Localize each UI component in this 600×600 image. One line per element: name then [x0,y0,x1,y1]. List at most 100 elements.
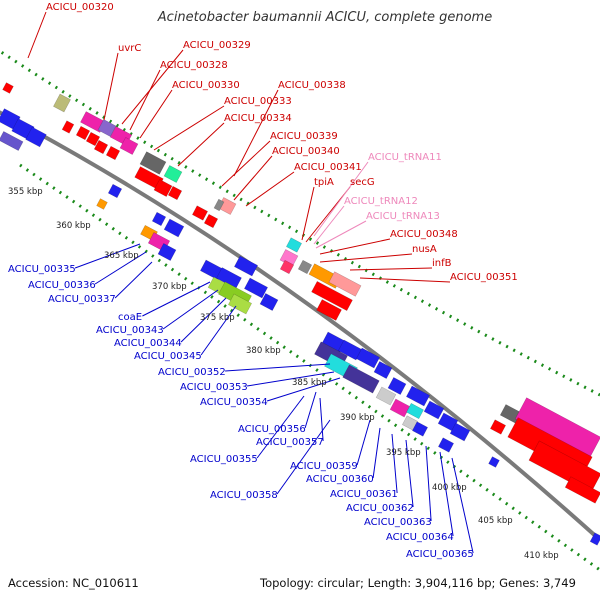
leader-rev-21 [451,457,474,554]
scale-label-10: 400 kbp [432,483,467,493]
label-fwd-10: ACICU_00340 [272,146,340,157]
leader-rev-17 [391,433,398,494]
leader-rev-5 [162,289,219,330]
scale-label-11: 405 kbp [478,516,513,526]
leader-rna-1 [313,161,369,237]
leader-rev-15 [372,427,381,479]
gene-feature-46 [316,299,342,321]
label-fwd-1: ACICU_00320 [46,2,114,13]
gene-feature-14 [93,139,109,155]
leader-rev-12 [319,397,324,442]
gene-feature-57 [406,402,424,420]
label-rev-9: ACICU_00353 [180,382,248,393]
leader-rev-3 [114,261,153,299]
scale-label-8: 390 kbp [340,413,375,423]
leader-rev-1 [74,243,141,269]
leader-fwd-5 [139,89,173,139]
scale-label-9: 395 kbp [386,448,421,458]
label-rev-6: ACICU_00344 [114,338,182,349]
gene-feature-44 [328,271,362,297]
scale-label-4: 370 kbp [152,282,187,292]
label-rev-19: ACICU_00363 [364,517,432,528]
gene-feature-47 [279,259,295,275]
gene-labels: ACICU_00320 uvrC ACICU_00329ACICU_00328ACI… [8,2,518,560]
topology-text: Topology: circular; Length: 3,904,116 bp… [260,576,576,590]
label-fwd-6: ACICU_00338 [278,80,346,91]
leader-fwd-4 [129,69,161,131]
label-fwd-11: ACICU_00341 [294,162,362,173]
gene-feature-34 [234,255,258,277]
label-rev-8: ACICU_00352 [158,367,226,378]
leader-fwd-9 [221,140,271,187]
leader-rev-2 [94,251,147,285]
gene-feature-22 [203,213,219,229]
leader-rev-10 [266,377,341,402]
label-rna-2: ACICU_tRNA12 [344,196,418,207]
leader-rev-4 [142,281,211,317]
leader-fwd-17 [359,277,451,283]
map-title-text: Acinetobacter baumannii ACICU, complete … [157,10,493,25]
gene-feature-17 [163,165,183,183]
gene-feature-19 [153,179,173,197]
gene-feature-5 [53,93,71,113]
gene-feature-21 [192,205,208,221]
label-rev-12: ACICU_00357 [256,437,324,448]
gene-feature-16 [139,151,167,175]
scale-label-5: 375 kbp [200,313,235,323]
leader-rna-3 [315,220,367,249]
label-fwd-3: ACICU_00329 [183,40,251,51]
label-fwd-8: ACICU_00334 [224,113,292,124]
gene-feature-72 [488,456,500,468]
gene-feature-26 [96,198,108,210]
label-rev-14: ACICU_00359 [290,461,358,472]
scale-label-12: 410 kbp [524,551,559,561]
accession-text: Accession: NC_010611 [8,576,139,590]
label-fwd-7: ACICU_00333 [224,96,292,107]
label-rev-7: ACICU_00345 [134,351,202,362]
label-fwd-4: ACICU_00328 [160,60,228,71]
gene-feature-10 [119,137,139,155]
label-rev-15: ACICU_00360 [306,474,374,485]
gene-feature-35 [244,277,268,299]
label-fwd-2: uvrC [118,43,141,54]
leader-rev-18 [405,439,414,508]
gene-feature-42 [297,259,313,275]
leader-fwd-2 [103,52,119,121]
gene-feature-67 [490,419,506,435]
label-fwd-9: ACICU_00339 [270,131,338,142]
leader-fwd-8 [177,122,225,167]
backbone-line [0,110,600,542]
label-rev-3: ACICU_00337 [48,294,116,305]
gene-feature-36 [259,293,279,311]
gene-feature-55 [375,386,397,406]
scale-label-1: 355 kbp [8,187,43,197]
label-rev-10: ACICU_00354 [200,397,268,408]
leader-rev-19 [425,445,432,522]
label-rna-1: ACICU_tRNA11 [368,152,442,163]
leader-rev-6 [180,297,227,343]
leader-rev-13 [256,395,305,459]
inner-tick-track [19,163,600,572]
gene-feature-39 [228,293,252,315]
genome-backbone [0,110,600,542]
label-fwd-14: ACICU_00348 [390,229,458,240]
gene-feature-40 [286,237,302,253]
gene-feature-61 [406,385,430,407]
gene-feature-12 [75,125,91,141]
gene-feature-50 [356,347,380,369]
map-title: Acinetobacter baumannii ACICU, complete … [0,10,600,25]
scale-label-6: 380 kbp [246,346,281,356]
gene-feature-29 [157,243,177,261]
gene-features [0,82,600,546]
leader-rev-14 [356,419,371,466]
scale-label-7: 385 kbp [292,378,327,388]
leader-rev-9 [247,371,335,387]
label-rna-3: ACICU_tRNA13 [366,211,440,222]
label-rev-1: ACICU_00335 [8,264,76,275]
gene-feature-6 [2,82,14,94]
label-rev-16: ACICU_00358 [210,490,278,501]
leader-rna-2 [313,205,345,245]
gene-feature-30 [163,218,185,238]
gene-feature-60 [387,377,407,395]
